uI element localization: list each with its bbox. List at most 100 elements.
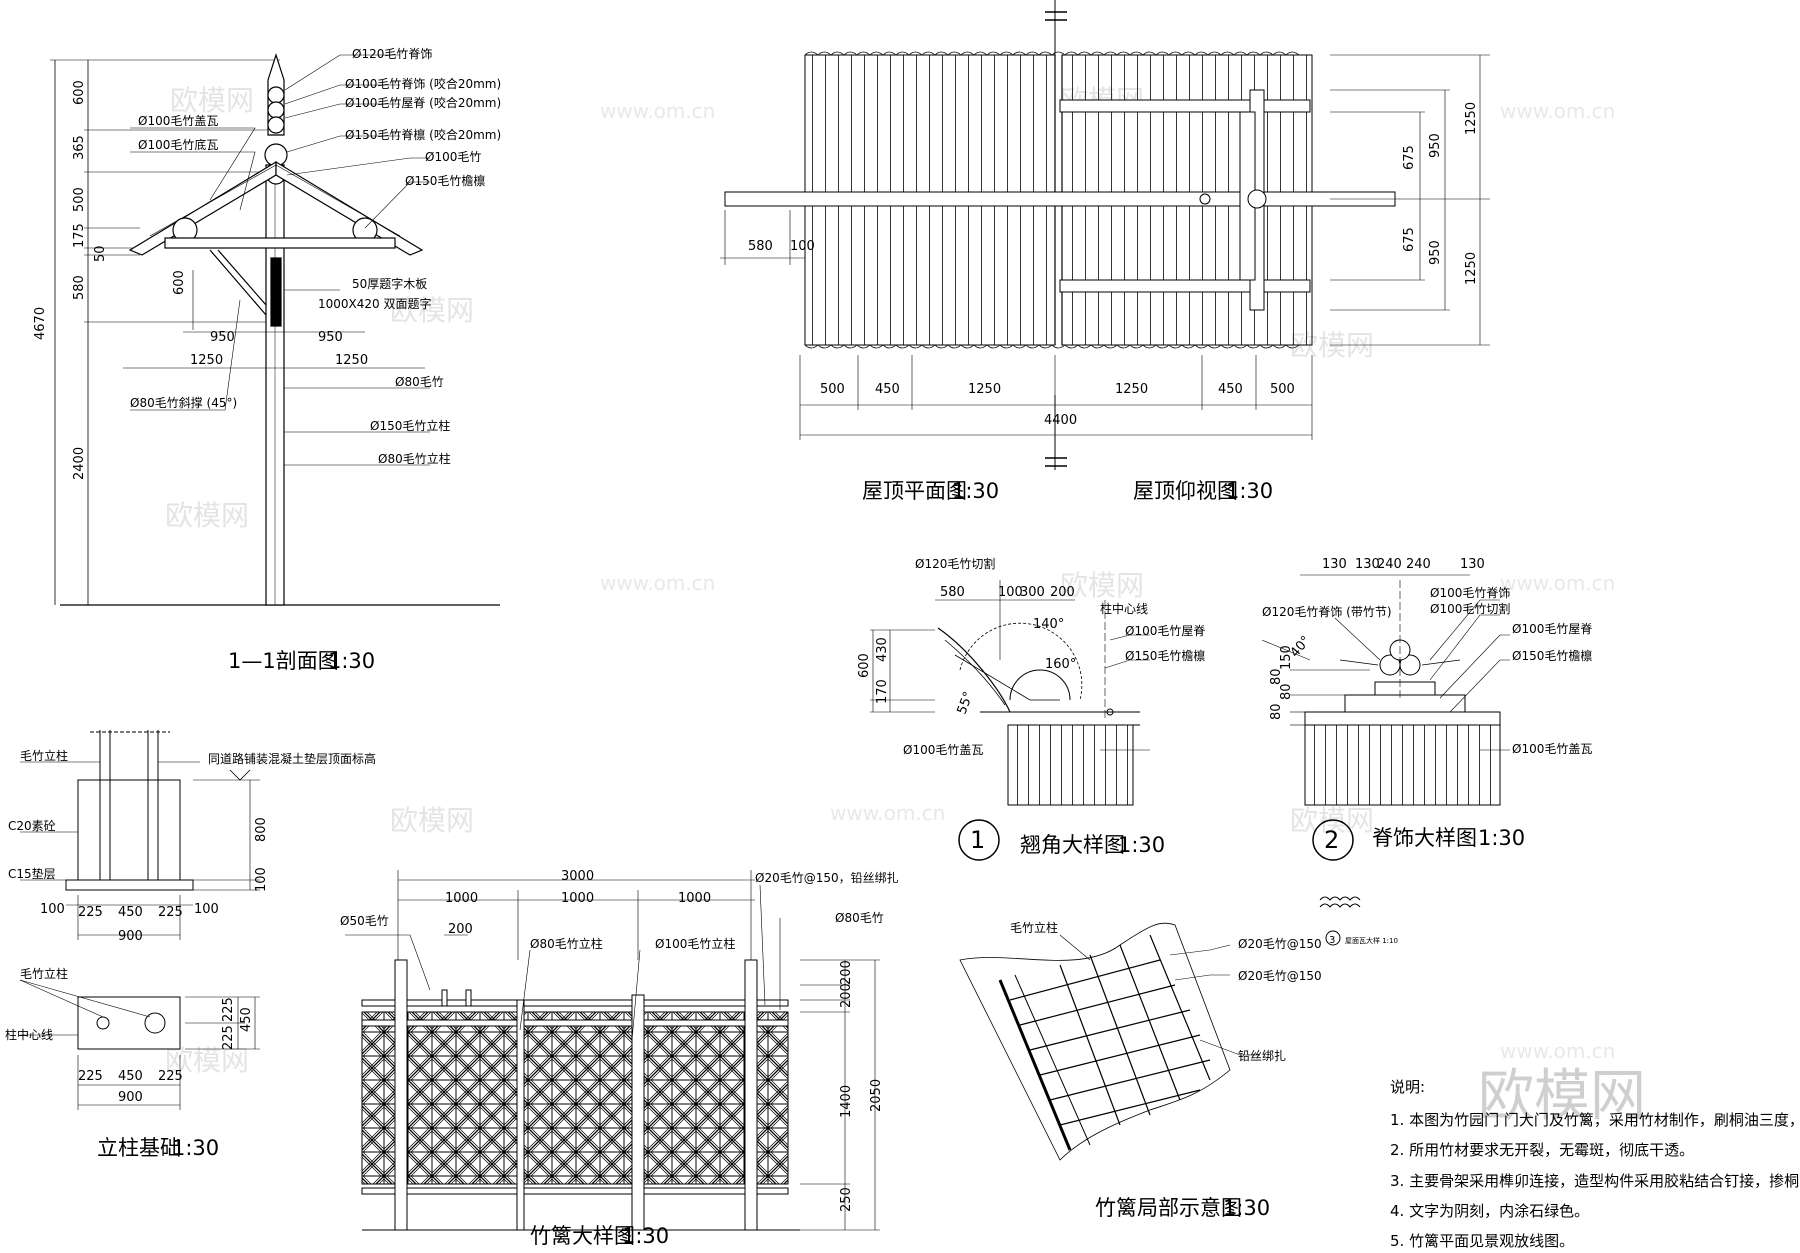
foundation-title: 立柱基础 — [97, 1136, 181, 1160]
dim: 450 — [1218, 382, 1243, 397]
label: Ø50毛竹 — [340, 914, 389, 928]
detail-2-text: 130 130 240 240 130 40° Ø120毛竹脊饰 (带竹节) Ø… — [1262, 557, 1592, 946]
watermark-url: www.om.cn — [830, 801, 945, 825]
label: Ø150毛竹檐檩 — [405, 173, 485, 188]
dim: 200 — [1050, 585, 1075, 600]
label: 毛竹立柱 — [20, 966, 68, 981]
label: 1000X420 双面题字 — [318, 296, 431, 311]
roof-plan-text: 500 450 1250 1250 450 500 4400 580 100 6… — [748, 102, 1479, 503]
section-title: 1—1剖面图 — [228, 649, 339, 673]
label: Ø20毛竹@150 — [1238, 937, 1322, 951]
label: Ø80毛竹立柱 — [378, 451, 451, 466]
dim: 240 — [1406, 557, 1431, 572]
dim: 200 — [839, 983, 854, 1008]
detail-1-corner — [870, 580, 1150, 861]
section-scale: 1:30 — [328, 649, 375, 673]
detail-label: 屋面瓦大样 1:10 — [1345, 936, 1398, 945]
dim: 100 — [790, 239, 815, 254]
dim: 600 — [72, 80, 87, 105]
watermark-url: www.om.cn — [1500, 571, 1615, 595]
label: C15垫层 — [8, 866, 56, 881]
label: Ø80毛竹 — [395, 375, 444, 389]
note-item: 4. 文字为阴刻，内涂石绿色。 — [1390, 1202, 1589, 1220]
dim: 1250 — [335, 353, 368, 368]
notes: 说明: 1. 本图为竹园门 门大门及竹篱，采用竹材制作，刷桐油三度，清漆罩面。 … — [1390, 1078, 1800, 1250]
note-item: 2. 所用竹材要求无开裂，无霉斑，彻底干透。 — [1390, 1141, 1694, 1159]
label: 柱中心线 — [1100, 601, 1148, 616]
dim: 430 — [875, 637, 890, 662]
dim: 1000 — [561, 891, 594, 906]
label: Ø100毛竹盖瓦 — [903, 743, 983, 757]
dim: 225 — [78, 905, 103, 920]
dim: 80 — [1269, 668, 1284, 685]
fence-text: 3000 1000 1000 1000 200 Ø50毛竹 Ø80毛竹立柱 Ø1… — [340, 869, 899, 1248]
label: Ø150毛竹檐檩 — [1512, 648, 1592, 663]
dim: 675 — [1402, 145, 1417, 170]
dim: 130 — [1460, 557, 1485, 572]
watermark-url: www.om.cn — [1500, 99, 1615, 123]
dim: 1000 — [678, 891, 711, 906]
label: Ø120毛竹切割 — [915, 556, 995, 571]
label: Ø100毛竹底瓦 — [138, 137, 218, 152]
watermark-url: www.om.cn — [1500, 1039, 1615, 1063]
dim-overall: 4670 — [33, 307, 48, 340]
foundation-scale: 1:30 — [172, 1136, 219, 1160]
roof-plan-scale: 1:30 — [952, 479, 999, 503]
dim: 500 — [1270, 382, 1295, 397]
label: Ø100毛竹立柱 — [655, 936, 735, 951]
detail-number: 1 — [970, 826, 985, 854]
dim: 100 — [998, 585, 1023, 600]
section-1-1 — [50, 53, 500, 606]
dim: 130 — [1322, 557, 1347, 572]
detail-title: 翘角大样图 — [1020, 833, 1125, 857]
dim: 675 — [1402, 227, 1417, 252]
fence-scale: 1:30 — [622, 1224, 669, 1248]
watermark-text: 欧模网 — [1060, 569, 1144, 602]
label: Ø150毛竹檐檩 — [1125, 648, 1205, 663]
watermark-text: 欧模网 — [390, 294, 474, 327]
label: Ø100毛竹切割 — [1430, 601, 1510, 616]
dim: 225 — [221, 1025, 236, 1050]
label: Ø20毛竹@150，铅丝绑扎 — [755, 871, 899, 885]
foundation-text: 毛竹立柱 同道路铺装混凝土垫层顶面标高 C20素砼 C15垫层 100 225 … — [5, 748, 376, 1160]
watermarks: 欧模网 欧模网 欧模网 欧模网 欧模网 欧模网 欧模网 欧模网 欧模网 www.… — [165, 84, 1646, 1129]
dim: 580 — [940, 585, 965, 600]
brand-logo-text: 欧模网 — [1478, 1064, 1646, 1129]
detail-1-text: Ø120毛竹切割 580 100 300 200 柱中心线 140° 160° … — [857, 556, 1205, 857]
label: Ø20毛竹@150 — [1238, 969, 1322, 983]
dim: 450 — [875, 382, 900, 397]
dim-total-height: 2050 — [869, 1079, 884, 1112]
dim: 225 — [158, 905, 183, 920]
roof-plan-title: 屋顶平面图 — [862, 479, 967, 503]
dim: 1000 — [445, 891, 478, 906]
dim: 100 — [254, 867, 269, 892]
dim-total: 4400 — [1044, 413, 1077, 428]
dim: 175 — [72, 223, 87, 248]
dim: 1250 — [190, 353, 223, 368]
dim: 100 — [40, 902, 65, 917]
detail-title: 脊饰大样图 — [1372, 826, 1477, 850]
fence-title: 竹篱大样图 — [530, 1224, 635, 1248]
detail-scale: 1:30 — [1478, 826, 1525, 850]
angle: 160° — [1045, 657, 1076, 672]
label: Ø100毛竹盖瓦 — [1512, 742, 1592, 756]
detail-2-ridge — [1261, 574, 1510, 946]
dim: 1250 — [1115, 382, 1148, 397]
watermark-text: 欧模网 — [170, 84, 254, 117]
dim: 500 — [820, 382, 845, 397]
dim: 2400 — [72, 447, 87, 480]
dim: 800 — [254, 817, 269, 842]
dim: 250 — [839, 1187, 854, 1212]
dim: 600 — [172, 270, 187, 295]
dim: 900 — [118, 1090, 143, 1105]
label: Ø150毛竹脊檩 (咬合20mm) — [345, 127, 501, 142]
dim: 80 — [1279, 683, 1294, 700]
label: 50厚题字木板 — [352, 276, 427, 291]
watermark-url: www.om.cn — [600, 571, 715, 595]
dim: 365 — [72, 135, 87, 160]
label: Ø100毛竹屋脊 — [1125, 624, 1205, 638]
dim: 950 — [210, 330, 235, 345]
label: 柱中心线 — [5, 1027, 53, 1042]
dim: 500 — [72, 187, 87, 212]
